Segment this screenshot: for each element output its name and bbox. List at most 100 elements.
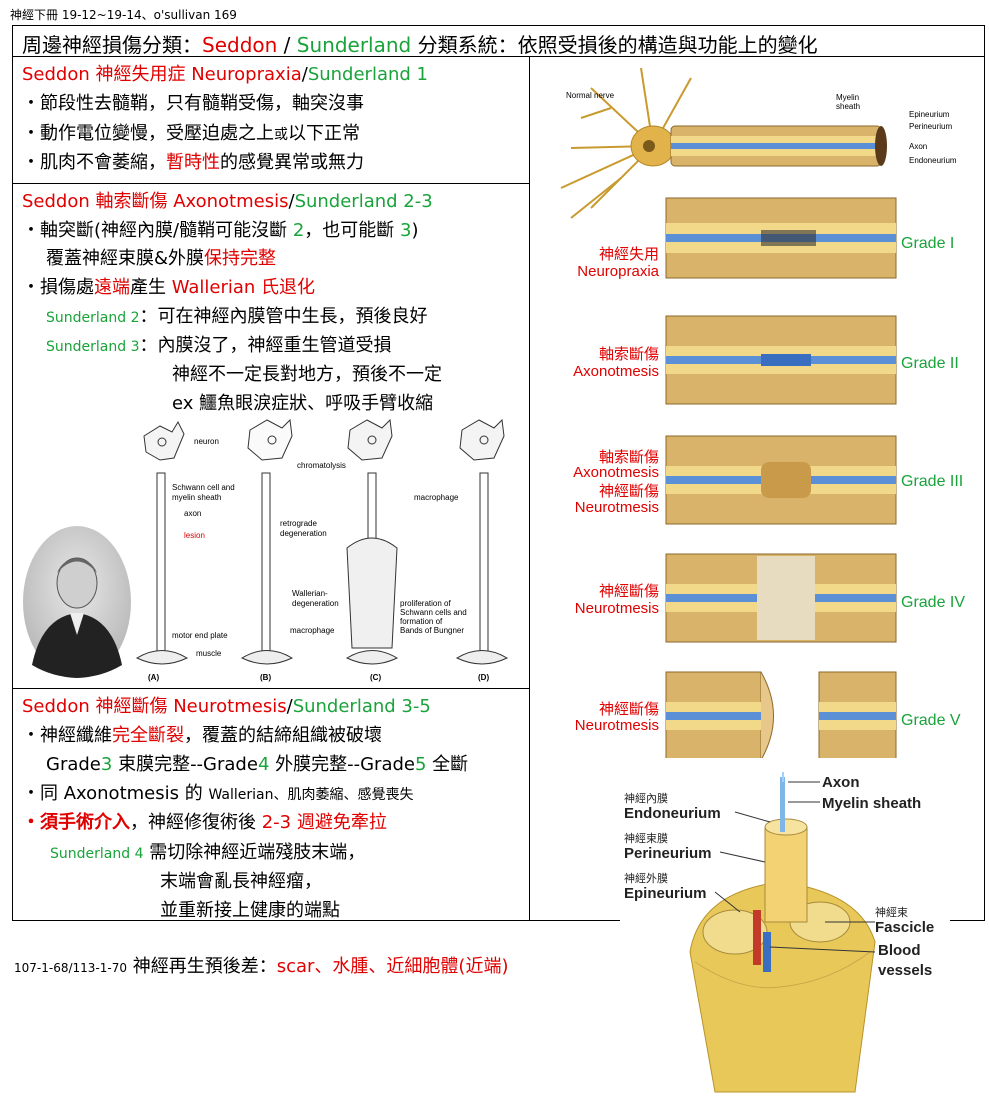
label-perineurium: Perineurium: [909, 122, 952, 131]
column-divider: [529, 57, 530, 921]
sunderland-4-label: Sunderland 4: [50, 846, 144, 862]
sunderland-2-line: Sunderland 2：可在神經內膜管中生長，預後良好: [46, 302, 427, 328]
sec2-bullet-1-cont: 覆蓋神經束膜&外膜保持完整: [46, 244, 276, 270]
sec2-bullet-1: ・軸突斷(神經內膜/髓鞘可能沒斷 2，也可能斷 3): [22, 216, 418, 242]
grade-3-nerve: [665, 435, 897, 525]
anat-label-epineurium: Epineurium: [624, 885, 707, 902]
fig-label-wdegeneration: degeneration: [292, 599, 339, 608]
sec1-b3a: ・肌肉不會萎縮，: [22, 152, 166, 173]
portrait-image: [23, 526, 131, 678]
label-axon: Axon: [909, 142, 927, 151]
sec2-b2a: ・損傷處: [22, 277, 94, 298]
sunderland-3-line: Sunderland 3：內膜沒了，神經重生管道受損: [46, 331, 391, 357]
fig-label-degeneration: degeneration: [280, 529, 327, 538]
sec1-bullet-1: ・節段性去髓鞘，只有髓鞘受傷，軸突沒事: [22, 93, 364, 114]
anat-label-fascicle-zh: 神經束: [875, 905, 908, 919]
label-neurotmesis-zh-4: 神經斷傷: [599, 583, 659, 600]
sunderland-2-text: ：可在神經內膜管中生長，預後良好: [139, 306, 428, 327]
label-epineurium: Epineurium: [909, 110, 950, 119]
label-grade-5: Grade V: [901, 712, 961, 729]
label-grade-3: Grade III: [901, 473, 963, 490]
label-endoneurium: Endoneurium: [909, 156, 957, 165]
sec2-b1f: 覆蓋神經束膜&外膜: [46, 248, 205, 269]
bottom-red: scar、水腫、近細胞體(近端): [276, 956, 509, 977]
sec3-g3t: 束膜完整--Grade: [112, 754, 258, 775]
fig-label-macrophage-c: macrophage: [414, 493, 459, 502]
page-title: 周邊神經損傷分類：Seddon / Sunderland 分類系統：依照受損後的…: [22, 29, 818, 58]
sec1-b2a: ・動作電位變慢，受壓迫處之上: [22, 123, 274, 144]
title-bar: [12, 25, 985, 57]
sec2-b1c: ，也可能斷: [304, 220, 400, 241]
sec3-b3b: ，神經修復術後: [130, 812, 262, 833]
fig-label-prolif4: Bands of Bungner: [400, 626, 464, 635]
fig-label-lesion: lesion: [184, 531, 205, 540]
sec3-b1a: ・神經纖維: [22, 725, 112, 746]
title-slash: /: [277, 33, 297, 57]
sec3-bullet-1: ・神經纖維完全斷裂，覆蓋的結締組織被破壞: [22, 721, 382, 747]
title-sunderland: Sunderland: [296, 33, 412, 57]
sec2-title-red: Seddon 軸索斷傷 Axonotmesis: [22, 191, 289, 212]
title-prefix: 周邊神經損傷分類：: [22, 33, 202, 57]
sec2-b2d: Wallerian 氏退化: [171, 277, 316, 298]
fig-label-macrophage-b: macrophage: [290, 626, 335, 635]
sunderland-4-line-2: 末端會亂長神經瘤，: [160, 871, 322, 892]
label-axonotmesis-en-3: Axonotmesis: [573, 464, 659, 481]
label-grade-1: Grade I: [901, 235, 954, 252]
sec2-b1a: ・軸突斷(神經內膜/髓鞘可能沒斷: [22, 220, 293, 241]
fig-label-retrograde: retrograde: [280, 519, 317, 528]
fig-label-prolif3: formation of: [400, 617, 443, 626]
grade-2-nerve: [665, 315, 897, 405]
anat-label-perineurium: Perineurium: [624, 845, 712, 862]
main-frame: [12, 25, 985, 921]
sec1-title-green: Sunderland 1: [307, 64, 428, 85]
anat-label-axon: Axon: [822, 774, 860, 791]
sec3-g4n: 4: [257, 754, 270, 775]
label-normal-nerve: Normal nerve: [566, 91, 615, 100]
label-axonotmesis-zh-2: 軸索斷傷: [599, 346, 659, 363]
sec2-bullet-2: ・損傷處遠端產生 Wallerian 氏退化: [22, 273, 315, 299]
anat-label-epi-zh: 神經外膜: [624, 871, 668, 885]
sec1-title-slash: /: [301, 64, 308, 85]
sunderland-4-line-3: 並重新接上健康的端點: [160, 900, 340, 921]
sec2-b1e: ): [411, 220, 419, 241]
sec1-b3b: 暫時性: [166, 152, 220, 173]
sec3-title-slash: /: [286, 696, 293, 717]
sec2-b2b: 遠端: [94, 277, 130, 298]
sec2-b1g: 保持完整: [204, 248, 277, 269]
sunderland-3-text: ：內膜沒了，神經重生管道受損: [139, 335, 392, 356]
sec1-b2b: 或: [274, 127, 288, 143]
sec2-b1d: 3: [400, 220, 412, 241]
label-neurotmesis-zh-3: 神經斷傷: [599, 483, 659, 500]
sec1-title-red: Seddon 神經失用症 Neuropraxia: [22, 64, 302, 85]
sunderland-3-label: Sunderland 3: [46, 339, 140, 355]
sec1-b2c: 以下正常: [288, 123, 360, 144]
sunderland-4-line: Sunderland 4 需切除神經近端殘肢末端，: [50, 838, 365, 864]
bottom-note: 107-1-68/113-1-70 神經再生預後差：scar、水腫、近細胞體(近…: [14, 952, 508, 978]
label-grade-4: Grade IV: [901, 594, 965, 611]
bottom-text: 神經再生預後差：: [126, 956, 277, 977]
label-neuropraxia-zh: 神經失用: [599, 246, 659, 263]
fig-label-neuron: neuron: [194, 437, 219, 446]
sec3-grades: Grade3 束膜完整--Grade4 外膜完整--Grade5 全斷: [46, 750, 468, 776]
sec3-b1c: ，覆蓋的結締組織被破壞: [184, 725, 382, 746]
sec3-b2a: ・同 Axonotmesis 的: [22, 783, 209, 804]
sunderland-4-text: 需切除神經近端殘肢末端，: [143, 842, 366, 863]
fig-label-prolif1: proliferation of: [400, 599, 451, 608]
sec3-bullet-3: ・須手術介入，神經修復術後 2-3 週避免牽拉: [22, 808, 387, 834]
sec2-b2c: 產生: [130, 277, 172, 298]
sec3-b3c: 2-3 週避免牽拉: [261, 812, 387, 833]
anat-label-endoneurium: Endoneurium: [624, 805, 721, 822]
sec3-g3n: 3: [100, 754, 113, 775]
label-axonotmesis-zh-3: 軸索斷傷: [599, 449, 659, 466]
fig-label-wallerian: Wallerian-: [292, 589, 328, 598]
label-neurotmesis-en-5: Neurotmesis: [575, 717, 659, 734]
anat-label-vessels: vessels: [878, 962, 932, 979]
label-grade-2: Grade II: [901, 355, 959, 372]
fig-label-prolif2: Schwann cells and: [400, 608, 467, 617]
fig-label-c: (C): [370, 673, 381, 682]
anat-label-blood: Blood: [878, 942, 921, 959]
label-neurotmesis-zh-5: 神經斷傷: [599, 701, 659, 718]
fig-label-muscle: muscle: [196, 649, 222, 658]
sec1-title: Seddon 神經失用症 Neuropraxia/Sunderland 1: [22, 60, 428, 86]
sec3-title: Seddon 神經斷傷 Neurotmesis/Sunderland 3-5: [22, 692, 431, 718]
